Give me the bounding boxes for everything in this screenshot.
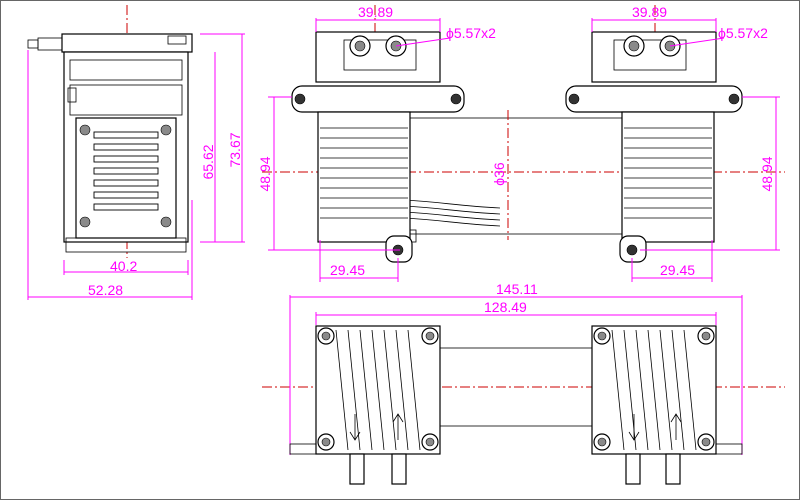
front-view	[262, 5, 785, 282]
left-pump-head	[291, 31, 465, 263]
dim-side-total-height: 73.67	[227, 132, 243, 167]
side-view	[27, 5, 245, 300]
dim-head-width-right: 39.89	[632, 4, 667, 20]
dim-offset-left: 29.45	[330, 262, 365, 278]
dim-offset-right: 29.45	[660, 262, 695, 278]
dim-side-total-depth: 52.28	[88, 282, 123, 298]
left-heatsink-top	[315, 325, 441, 485]
dim-side-height: 65.62	[200, 144, 216, 179]
right-front-fins	[624, 127, 712, 219]
top-view	[262, 295, 785, 485]
side-heatsink-fins	[93, 131, 159, 211]
dim-front-height-left: 48.94	[257, 156, 273, 191]
dim-mount-length: 128.49	[484, 299, 527, 315]
right-heatsink-top	[591, 325, 717, 485]
dim-head-width-left: 39.89	[358, 4, 393, 20]
dim-port-left: ϕ5.57x2	[446, 25, 496, 41]
dim-side-depth: 40.2	[110, 258, 137, 274]
dim-port-right: ϕ5.57x2	[718, 25, 768, 41]
dim-front-height-right: 48.94	[759, 156, 775, 191]
left-front-fins	[320, 127, 408, 219]
dim-cylinder-diameter: ϕ36	[491, 162, 507, 186]
right-pump-head	[565, 31, 743, 263]
dim-overall-length: 145.11	[496, 281, 538, 297]
